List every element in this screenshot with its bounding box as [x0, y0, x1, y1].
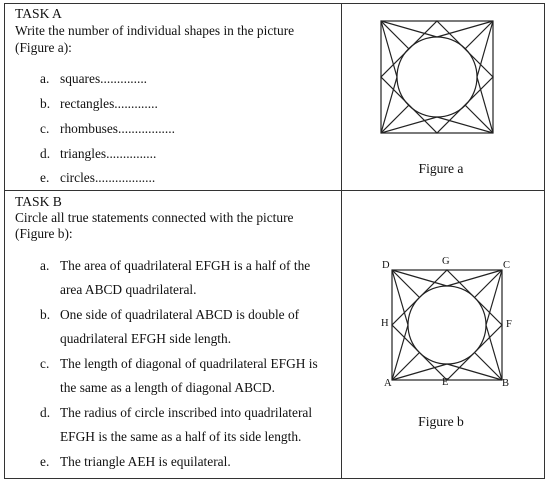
task-b-item-d-cont: EFGH is the same as a half of its side l…	[60, 429, 302, 444]
task-b-item-c-cont: the same as a length of diagonal ABCD.	[60, 380, 275, 395]
task-a-instruction-cont: (Figure a):	[15, 40, 72, 55]
task-b-item-a: a.The area of quadrilateral EFGH is a ha…	[40, 258, 311, 273]
inscribed-circle-b	[407, 285, 487, 365]
quadrilateral-efgh	[391, 269, 503, 381]
task-a-item-d: d.triangles...............	[40, 146, 157, 161]
task-b-item-e: e.The triangle AEH is equilateral.	[40, 454, 231, 469]
vertex-label-g: G	[442, 256, 450, 267]
column-divider	[341, 4, 342, 478]
inner-diamond	[380, 20, 494, 134]
task-a-item-e: e.circles..................	[40, 170, 156, 185]
task-b-instruction: Circle all true statements connected wit…	[15, 210, 294, 225]
vertex-label-e: E	[442, 377, 449, 388]
task-b-instruction-cont: (Figure b):	[15, 226, 73, 241]
vertex-label-h: H	[381, 318, 389, 329]
vertex-label-d: D	[382, 260, 390, 271]
figure-a-diagram	[380, 20, 494, 134]
task-b-item-c: c.The length of diagonal of quadrilatera…	[40, 356, 318, 371]
task-a-item-a: a.squares..............	[40, 71, 148, 86]
figure-a-caption: Figure a	[418, 161, 464, 176]
worksheet: TASK A Write the number of individual sh…	[4, 3, 545, 479]
vertex-label-a: A	[384, 378, 392, 389]
vertex-label-f: F	[506, 319, 512, 330]
task-b-item-b: b.One side of quadrilateral ABCD is doub…	[40, 307, 300, 322]
task-b-item-b-cont: quadrilateral EFGH side length.	[60, 331, 232, 346]
task-a-instruction: Write the number of individual shapes in…	[15, 23, 295, 38]
vertex-label-b: B	[502, 378, 510, 389]
task-b-item-d: d.The radius of circle inscribed into qu…	[40, 405, 313, 420]
task-a-title: TASK A	[15, 6, 62, 21]
task-b-title: TASK B	[15, 194, 62, 209]
figure-b-diagram	[391, 269, 503, 381]
task-b-item-a-cont: area ABCD quadrilateral.	[60, 282, 197, 297]
figure-b-caption: Figure b	[418, 414, 464, 429]
task-a-item-b: b.rectangles.............	[40, 96, 158, 111]
section-divider	[5, 190, 544, 191]
vertex-label-c: C	[503, 260, 511, 271]
task-a-item-c: c.rhombuses.................	[40, 121, 175, 136]
